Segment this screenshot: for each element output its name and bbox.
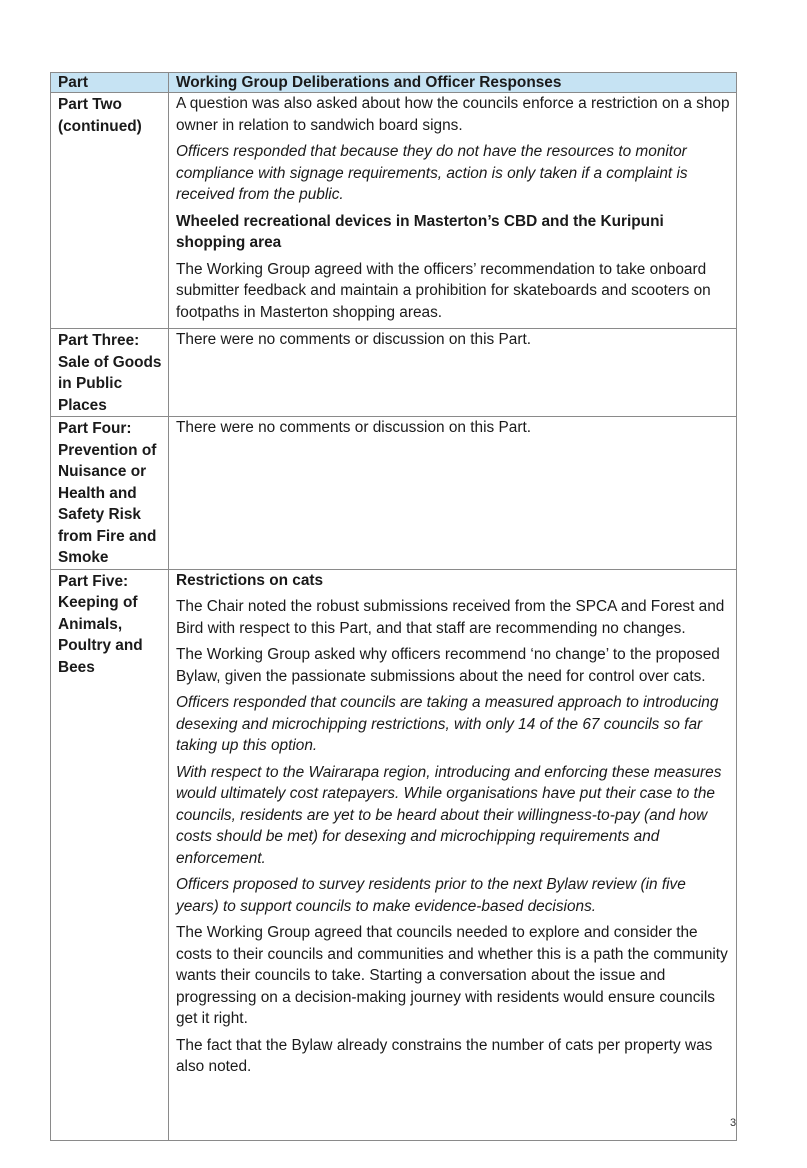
table-header-row: Part Working Group Deliberations and Off…	[50, 72, 737, 93]
paragraph: There were no comments or discussion on …	[176, 419, 531, 436]
table-row: Part Two (continued) A question was also…	[50, 92, 737, 329]
paragraph: There were no comments or discussion on …	[176, 331, 531, 348]
response-cell: Restrictions on cats The Chair noted the…	[168, 568, 737, 1141]
paragraph: A question was also asked about how the …	[176, 95, 730, 134]
table-row: Part Five: Keeping of Animals, Poultry a…	[50, 568, 737, 1141]
paragraph-italic: Officers proposed to survey residents pr…	[176, 876, 686, 915]
response-cell: There were no comments or discussion on …	[168, 416, 737, 570]
subheading: Wheeled recreational devices in Masterto…	[176, 212, 664, 252]
header-part: Part	[50, 72, 169, 93]
paragraph: The fact that the Bylaw already constrai…	[176, 1036, 713, 1076]
table-row: Part Four: Prevention of Nuisance or Hea…	[50, 416, 737, 570]
paragraph: The Chair noted the robust submissions r…	[176, 598, 725, 637]
part-label: Part Three: Sale of Goods in Public Plac…	[50, 328, 169, 417]
paragraph-italic: With respect to the Wairarapa region, in…	[176, 763, 722, 867]
table-row: Part Three: Sale of Goods in Public Plac…	[50, 328, 737, 417]
paragraph: The Working Group agreed with the office…	[176, 260, 711, 321]
part-label: Part Five: Keeping of Animals, Poultry a…	[50, 568, 169, 1141]
paragraph: The Working Group asked why officers rec…	[176, 646, 720, 685]
paragraph: The Working Group agreed that councils n…	[176, 924, 728, 1027]
subheading: Restrictions on cats	[176, 571, 324, 589]
response-cell: There were no comments or discussion on …	[168, 328, 737, 417]
header-deliberations: Working Group Deliberations and Officer …	[168, 72, 737, 93]
part-label: Part Four: Prevention of Nuisance or Hea…	[50, 416, 169, 570]
paragraph-italic: Officers responded that because they do …	[176, 143, 688, 203]
page-number: 3	[730, 1117, 737, 1129]
deliberations-table: Part Working Group Deliberations and Off…	[50, 72, 737, 1141]
part-label: Part Two (continued)	[50, 92, 169, 329]
paragraph-italic: Officers responded that councils are tak…	[176, 694, 719, 754]
response-cell: A question was also asked about how the …	[168, 92, 737, 329]
